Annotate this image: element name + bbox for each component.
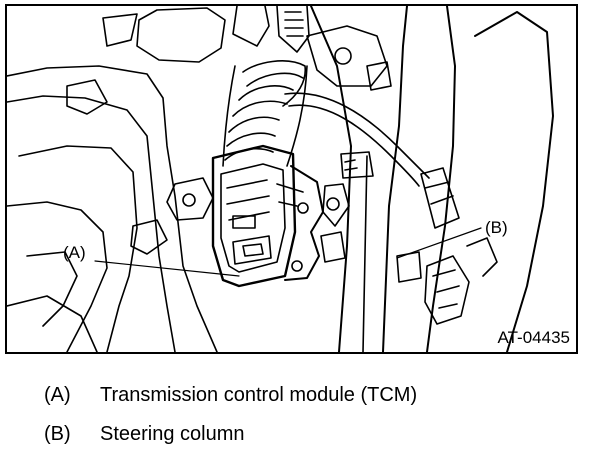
- leader-line-b: [396, 227, 482, 259]
- leader-line-a: [94, 260, 240, 277]
- legend-text: Transmission control module (TCM): [100, 384, 418, 406]
- figure-code: AT-04435: [497, 328, 570, 347]
- callout-label-b: (B): [485, 218, 508, 237]
- legend-row-b: (B) Steering column: [44, 423, 245, 445]
- dashboard-structure-left: [7, 6, 310, 352]
- callout-label-a: (A): [63, 243, 86, 262]
- wiring-harness: [222, 60, 460, 229]
- legend-text: Steering column: [100, 423, 245, 445]
- steering-column: [306, 6, 554, 352]
- line-drawing: [7, 6, 554, 352]
- diagram-frame: (A) (B) AT-04435: [5, 4, 578, 354]
- legend-letter: (B): [44, 423, 71, 445]
- leader-lines: [94, 227, 482, 277]
- legend-row-a: (A) Transmission control module (TCM): [44, 384, 417, 406]
- tcm-module: [211, 144, 324, 288]
- legend-letter: (A): [44, 384, 71, 406]
